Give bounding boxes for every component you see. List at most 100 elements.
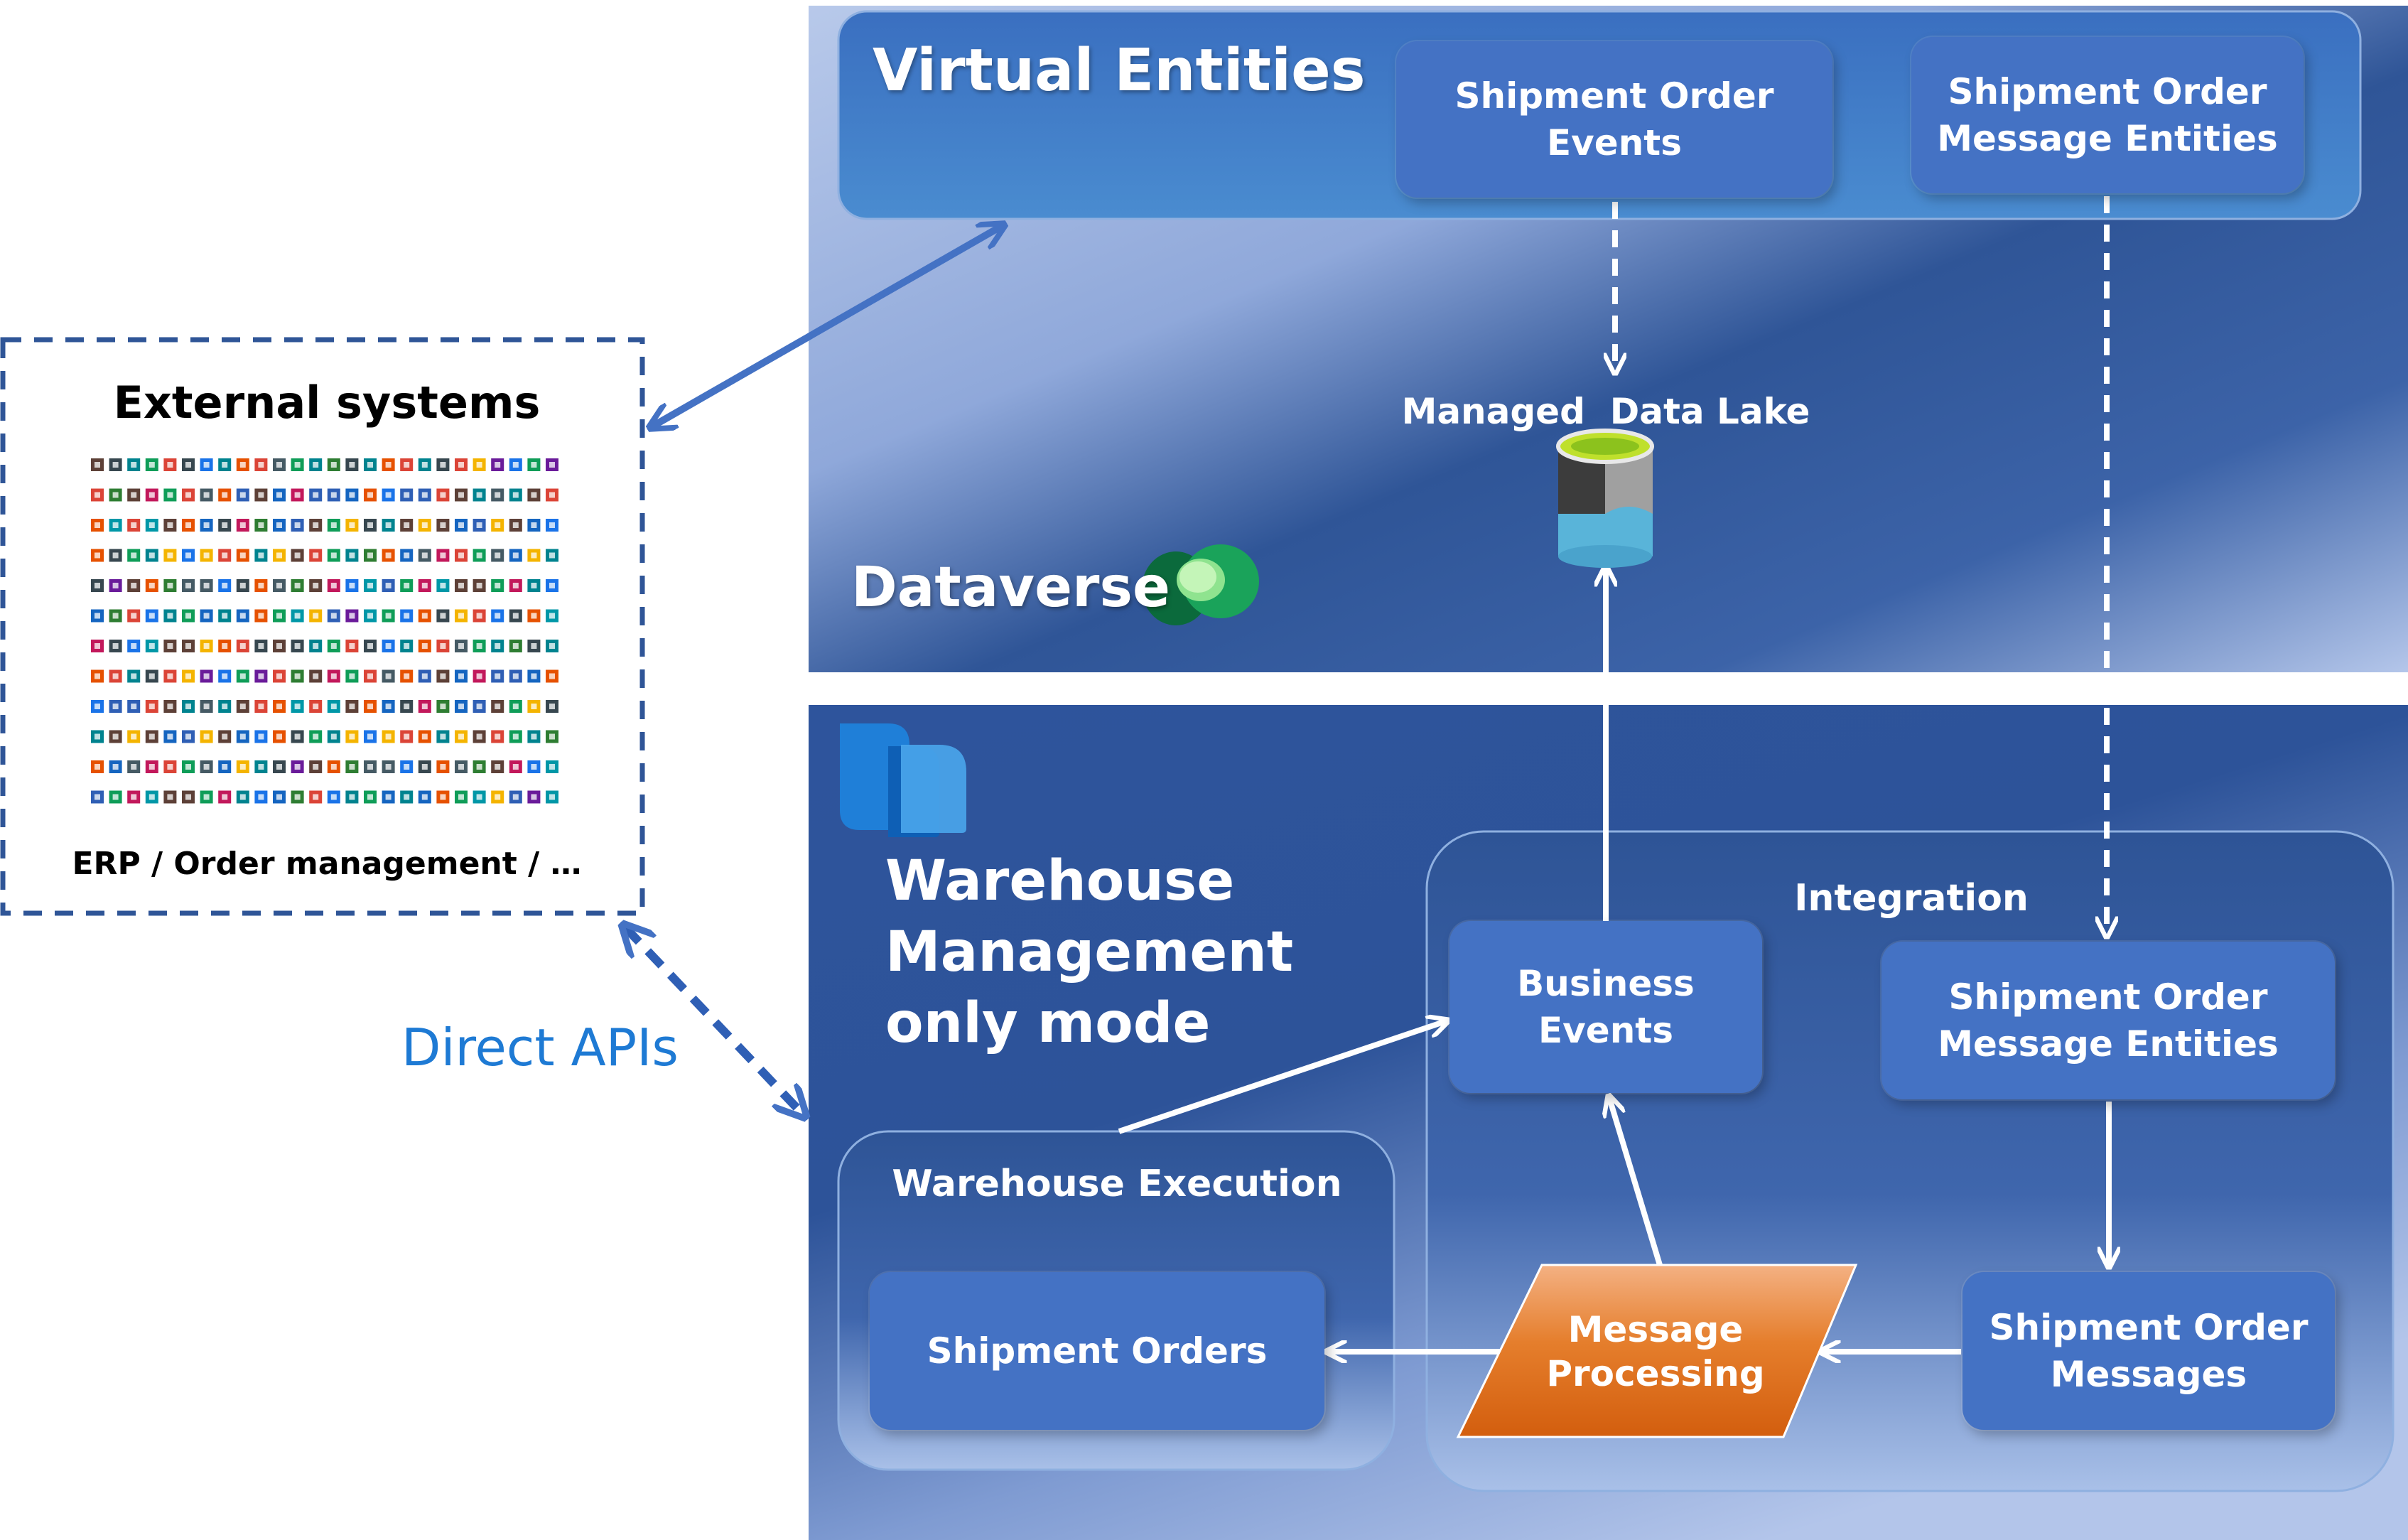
external-system-logo-glyph xyxy=(239,673,246,679)
external-system-logo-glyph xyxy=(385,794,392,800)
external-system-logo-glyph xyxy=(294,673,301,679)
external-system-logo-glyph xyxy=(313,492,319,498)
external-system-logo-glyph xyxy=(149,764,155,770)
external-system-logo-glyph xyxy=(549,643,555,649)
external-systems-title: External systems xyxy=(113,377,541,429)
external-system-logo-glyph xyxy=(367,522,373,528)
external-system-logo-glyph xyxy=(276,764,282,770)
external-system-logo-glyph xyxy=(421,522,428,528)
external-system-logo-glyph xyxy=(239,643,246,649)
external-system-logo-glyph xyxy=(276,613,282,619)
external-system-logo-glyph xyxy=(203,673,210,679)
wms-app-logo xyxy=(840,723,966,837)
external-system-logo-glyph xyxy=(367,552,373,559)
shipment-order-events-box: Shipment Order Events xyxy=(1396,41,1832,198)
external-system-logo-glyph xyxy=(404,583,410,588)
external-system-logo-glyph xyxy=(149,794,155,800)
external-system-logo-glyph xyxy=(167,764,173,770)
external-system-logo-glyph xyxy=(495,643,501,649)
external-system-logo-glyph xyxy=(222,673,228,679)
external-system-logo-glyph xyxy=(440,552,446,559)
external-system-logo-glyph xyxy=(203,733,210,740)
external-system-logo-glyph xyxy=(495,522,501,528)
external-system-logo-glyph xyxy=(203,583,210,588)
external-system-logo-glyph xyxy=(549,583,555,588)
external-system-logo-glyph xyxy=(185,613,191,619)
external-system-logo-glyph xyxy=(421,673,428,679)
external-system-logo-glyph xyxy=(185,673,191,679)
wms-title: Warehouse Management only mode xyxy=(885,849,1294,1055)
external-system-logo-glyph xyxy=(112,704,119,709)
external-system-logo-glyph xyxy=(385,462,392,468)
external-system-logo-glyph xyxy=(476,704,482,709)
integration-title: Integration xyxy=(1794,877,2029,920)
external-system-logo-glyph xyxy=(421,492,428,498)
external-system-logo-glyph xyxy=(349,462,355,468)
external-system-logo-glyph xyxy=(531,733,537,740)
external-system-logo-glyph xyxy=(203,704,210,709)
external-system-logo-glyph xyxy=(294,552,301,559)
business-events-label: Business Events xyxy=(1517,963,1695,1051)
external-system-logo-glyph xyxy=(330,764,337,770)
external-system-logo-glyph xyxy=(549,673,555,679)
external-system-logo-glyph xyxy=(258,673,264,679)
external-system-logo-glyph xyxy=(239,794,246,800)
external-system-logo-glyph xyxy=(458,462,464,468)
external-system-logo-glyph xyxy=(367,613,373,619)
external-to-virtual-arrow xyxy=(652,226,1002,426)
external-system-logo-glyph xyxy=(203,522,210,528)
external-system-logo-glyph xyxy=(258,522,264,528)
external-systems-frame xyxy=(0,337,645,916)
external-system-logo-glyph xyxy=(185,643,191,649)
external-system-logo-glyph xyxy=(330,462,337,468)
external-system-logo-glyph xyxy=(131,704,137,709)
external-system-logo-glyph xyxy=(476,492,482,498)
external-system-logo-glyph xyxy=(112,522,119,528)
external-system-logo-glyph xyxy=(349,613,355,619)
external-system-logo-glyph xyxy=(330,552,337,559)
external-system-logo-glyph xyxy=(367,704,373,709)
external-system-logo-glyph xyxy=(167,673,173,679)
external-system-logo-glyph xyxy=(294,643,301,649)
external-system-logo-glyph xyxy=(458,764,464,770)
external-system-logo-glyph xyxy=(167,733,173,740)
external-system-logo-glyph xyxy=(440,522,446,528)
external-system-logo-glyph xyxy=(512,552,519,559)
external-system-logo-glyph xyxy=(95,643,100,649)
external-system-logo-glyph xyxy=(294,704,301,709)
external-system-logo-glyph xyxy=(330,673,337,679)
external-system-logo-glyph xyxy=(385,733,392,740)
external-system-logo-glyph xyxy=(512,673,519,679)
external-system-logo-glyph xyxy=(185,462,191,468)
external-system-logo-glyph xyxy=(167,583,173,588)
external-system-logo-glyph xyxy=(330,522,337,528)
external-system-logo-glyph xyxy=(385,643,392,649)
external-system-logo-glyph xyxy=(531,492,537,498)
external-system-logo-glyph xyxy=(131,492,137,498)
external-system-logo-glyph xyxy=(512,462,519,468)
external-system-logo-glyph xyxy=(149,673,155,679)
external-system-logo-glyph xyxy=(512,522,519,528)
external-system-logo-glyph xyxy=(404,764,410,770)
external-system-logo-glyph xyxy=(349,583,355,588)
managed-data-lake-label: Managed Data Lake xyxy=(1401,391,1810,432)
external-system-logo-glyph xyxy=(149,733,155,740)
external-system-logo-glyph xyxy=(367,794,373,800)
external-system-logo-glyph xyxy=(440,764,446,770)
external-system-logo-glyph xyxy=(349,764,355,770)
external-system-logo-glyph xyxy=(131,552,137,559)
external-system-logo-glyph xyxy=(495,462,501,468)
external-system-logo-glyph xyxy=(313,583,319,588)
external-system-logo-glyph xyxy=(95,733,100,740)
external-system-logo-glyph xyxy=(95,673,100,679)
external-system-logo-glyph xyxy=(458,794,464,800)
external-system-logo-glyph xyxy=(95,462,100,468)
external-system-logo-glyph xyxy=(313,522,319,528)
shipment-order-messages-box: Shipment Order Messages xyxy=(1962,1272,2335,1430)
external-system-logo-glyph xyxy=(112,764,119,770)
external-system-logo-glyph xyxy=(367,733,373,740)
external-system-logo-glyph xyxy=(131,613,137,619)
external-system-logo-glyph xyxy=(276,643,282,649)
external-system-logo-glyph xyxy=(440,733,446,740)
